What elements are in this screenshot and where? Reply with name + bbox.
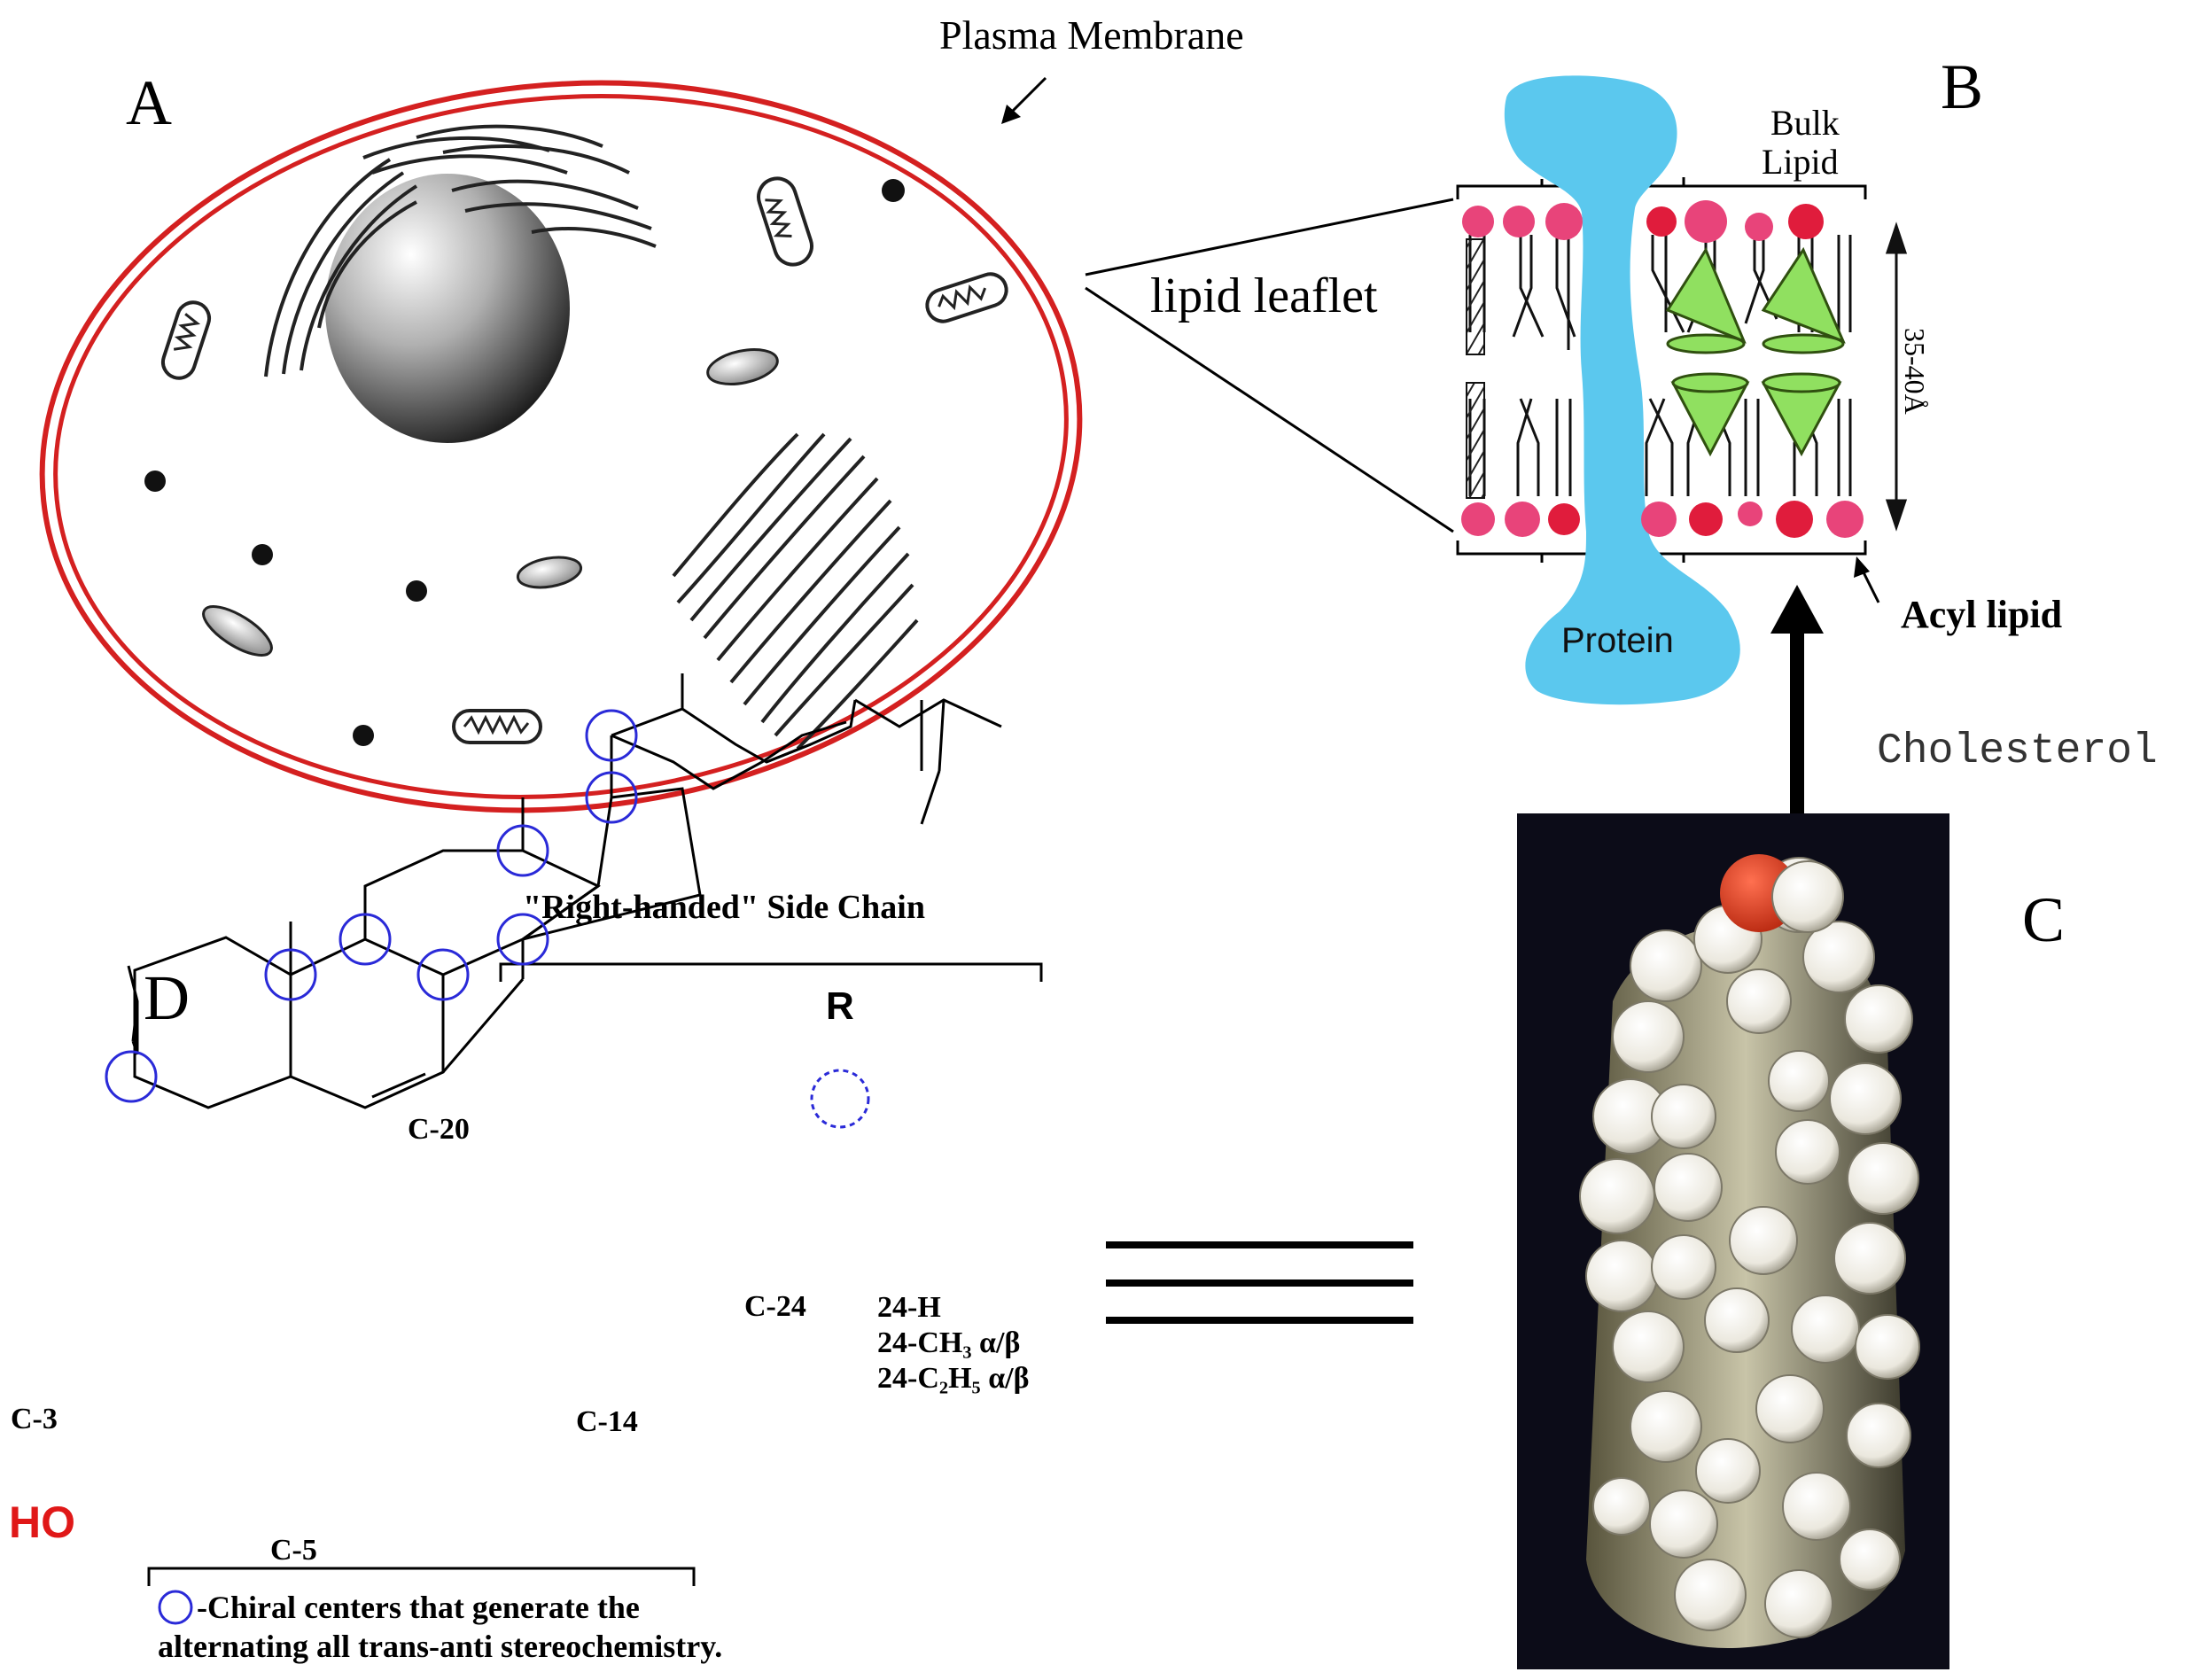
cholesterol-arrow [1770, 585, 1824, 815]
side-chain-bracket [499, 962, 1043, 982]
panel-d-structure: D "Right-handed" Side Chain R [9, 673, 1043, 1664]
lipid-leaflet-label: lipid leaflet [1150, 268, 1378, 323]
legend-line-1: -Chiral centers that generate the [197, 1590, 640, 1625]
golgi-apparatus [672, 432, 919, 751]
ring-bracket [147, 1567, 696, 1586]
legend-line-2: alternating all trans-anti stereochemist… [158, 1629, 722, 1664]
steroid-skeleton [127, 673, 1002, 1109]
side-chain-title: "Right-handed" Side Chain [523, 889, 925, 926]
acyl-lipid-label: Acyl lipid [1901, 593, 2062, 636]
ribosome-dots [144, 179, 905, 746]
r-group-label: R [826, 984, 854, 1028]
nucleus [325, 174, 570, 443]
plasma-membrane-label: Plasma Membrane [939, 12, 1244, 58]
substituent-ethyl: 24-C₂H₅ α/β [877, 1362, 1030, 1395]
panel-c-model: C [1517, 813, 2065, 1669]
protein-label: Protein [1561, 621, 1674, 660]
hydrogen-atoms [1579, 857, 1920, 1638]
thickness-label: 35-40Å [1899, 328, 1931, 415]
panel-c-letter: C [2022, 884, 2065, 955]
legend-chiral-circle-icon [158, 1590, 193, 1625]
mitochondria [160, 176, 1008, 744]
c24-label: C-24 [744, 1290, 806, 1323]
panel-a-cell: A Plasma Membrane [39, 12, 1454, 813]
panel-b-membrane: B lipid leaflet Bulk Lipid Protein [1150, 51, 2158, 815]
equivalence-sign [1106, 1241, 1413, 1324]
panel-a-letter: A [126, 67, 172, 138]
membrane-pointer-arrow [1001, 76, 1047, 124]
plasma-membrane [39, 80, 1083, 813]
substituent-h: 24-H [877, 1291, 941, 1324]
head-groups-top [1462, 200, 1824, 243]
lipid-label: Lipid [1762, 142, 1839, 182]
bulk-label: Bulk [1770, 103, 1840, 143]
head-groups-bottom [1461, 501, 1864, 538]
c5-label: C-5 [270, 1534, 317, 1567]
hatched-sterols [1466, 238, 1485, 499]
cholesterol-label: Cholesterol [1877, 727, 2158, 775]
cholesterol-cones [1665, 246, 1846, 457]
membrane-protein [1504, 75, 1740, 705]
panel-b-letter: B [1941, 51, 1983, 122]
thickness-arrow [1885, 222, 1908, 532]
chiral-center-circles [105, 709, 870, 1129]
endoplasmic-reticulum [264, 124, 657, 377]
c20-label: C-20 [408, 1113, 470, 1146]
c3-label: C-3 [11, 1403, 58, 1435]
leaflet-brackets [1456, 177, 1867, 563]
hydroxyl-hydrogen-atom [1771, 860, 1844, 933]
acyl-pointer-arrow [1854, 556, 1880, 603]
hydroxyl-label: HO [9, 1497, 75, 1547]
panel-d-letter: D [144, 962, 190, 1033]
vesicles [202, 348, 779, 657]
substituent-methyl: 24-CH₃ α/β [877, 1326, 1020, 1359]
c14-label: C-14 [576, 1405, 638, 1438]
zoom-lines [1085, 198, 1454, 533]
